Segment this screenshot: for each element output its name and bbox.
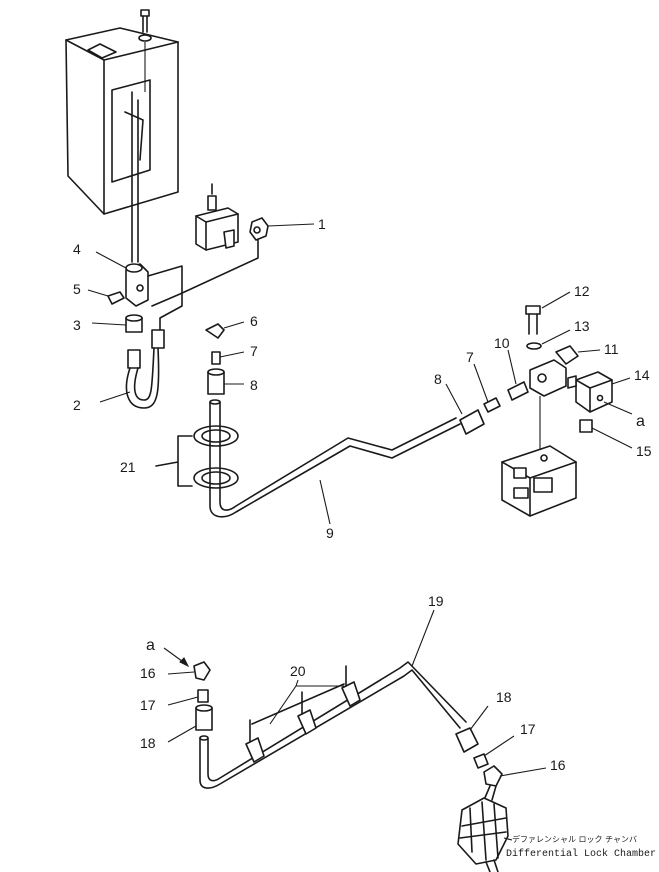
callout-18-left: 18	[140, 735, 156, 751]
callout-1: 1	[318, 216, 326, 232]
part-18-coupling-left	[167, 704, 213, 743]
callout-8-right: 8	[434, 371, 442, 387]
control-valve	[195, 183, 239, 251]
part-16-elbow-left	[167, 661, 211, 681]
callout-8: 8	[250, 377, 258, 393]
part-16-elbow-right	[483, 765, 547, 801]
connection-mark-a-bottom: a	[146, 637, 155, 654]
cover-plate	[65, 27, 179, 215]
part-15-plug	[579, 419, 633, 449]
part-6-elbow	[205, 321, 245, 339]
part-20-clamps	[245, 665, 361, 763]
callout-2: 2	[73, 397, 81, 413]
part-17-nipple-right	[473, 735, 515, 769]
callout-6: 6	[250, 313, 258, 329]
valve-body	[501, 445, 577, 517]
callout-12: 12	[574, 283, 590, 299]
caption-english: Differential Lock Chamber	[506, 848, 656, 860]
caption-japanese: デファレンシャル ロック チャンバ	[512, 834, 637, 844]
callout-7-right: 7	[466, 349, 474, 365]
differential-lock-chamber	[457, 797, 513, 872]
part-5-plug	[87, 289, 125, 305]
part-12-bolt	[525, 291, 571, 335]
mounting-bolt	[138, 9, 152, 92]
part-2-hose	[99, 265, 183, 409]
part-14-block	[567, 371, 633, 415]
callout-16-right: 16	[550, 757, 566, 773]
callout-21: 21	[120, 459, 136, 475]
part-18-coupling-right	[455, 705, 489, 753]
part-1-elbow	[151, 217, 315, 307]
connection-mark-a-top: a	[636, 413, 645, 430]
callout-15: 15	[636, 443, 652, 459]
part-7-nipple-right	[473, 363, 501, 413]
part-13-washer	[526, 329, 571, 350]
callout-18-right: 18	[496, 689, 512, 705]
callout-5: 5	[73, 281, 81, 297]
part-4-adapter	[95, 91, 149, 307]
part-3-fitting	[91, 314, 143, 333]
callout-13: 13	[574, 318, 590, 334]
part-11-tee	[529, 345, 601, 462]
connection-arrow	[163, 647, 190, 668]
part-10-fitting	[507, 349, 529, 401]
callout-16-left: 16	[140, 665, 156, 681]
callout-17-left: 17	[140, 697, 156, 713]
callout-19: 19	[428, 593, 444, 609]
part-21-grommets	[155, 425, 239, 489]
callout-3: 3	[73, 317, 81, 333]
callout-11: 11	[604, 341, 619, 357]
callout-10: 10	[494, 335, 510, 351]
callout-20: 20	[290, 663, 306, 679]
part-9-pipe	[209, 399, 461, 525]
callout-4: 4	[73, 241, 81, 257]
part-7-nipple	[211, 351, 245, 365]
part-8-coupling-right	[445, 383, 485, 435]
part-8-coupling	[207, 368, 244, 395]
part-17-nipple-left	[167, 689, 209, 706]
callout-17-right: 17	[520, 721, 536, 737]
part-19-pipe	[199, 609, 467, 789]
callout-7: 7	[250, 343, 258, 359]
callout-14: 14	[634, 367, 650, 383]
callout-9: 9	[326, 525, 334, 541]
